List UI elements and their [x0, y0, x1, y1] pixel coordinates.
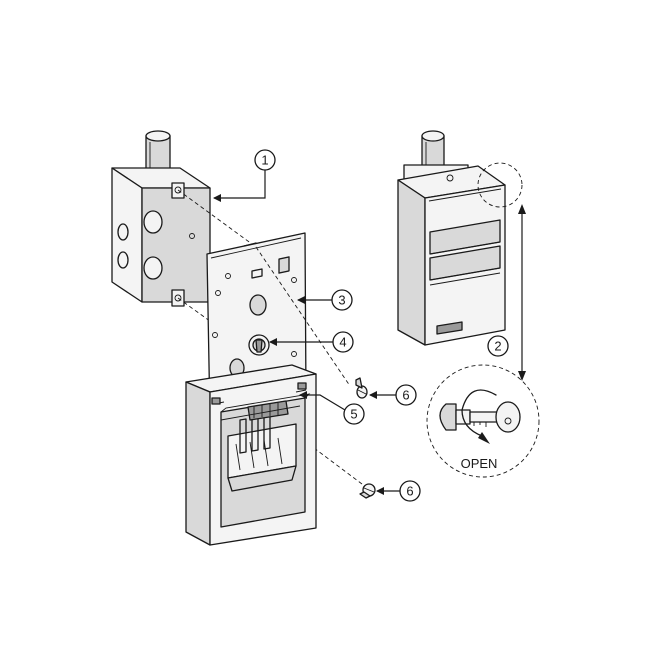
callout-5: 5 — [299, 391, 365, 425]
svg-text:5: 5 — [350, 407, 357, 422]
screw-icon — [355, 377, 368, 399]
callout-6-upper: 6 — [355, 377, 417, 406]
tamper-switch — [248, 334, 270, 356]
dimension-arrow — [518, 204, 526, 381]
callout-2: 2 — [487, 335, 509, 357]
callout-6-lower: 6 — [359, 480, 421, 502]
screw-icon — [359, 483, 376, 499]
conduit-pipe-right — [421, 130, 445, 169]
svg-text:3: 3 — [338, 293, 345, 308]
callout-4: 4 — [269, 331, 354, 353]
back-housing — [185, 364, 317, 546]
callout-3: 3 — [297, 289, 353, 311]
key-icon — [469, 401, 521, 433]
svg-text:2: 2 — [494, 339, 501, 354]
electrical-box — [111, 130, 211, 307]
key-detail: OPEN — [426, 364, 540, 478]
svg-text:6: 6 — [402, 388, 409, 403]
svg-text:4: 4 — [339, 335, 346, 350]
callout-1: 1 — [213, 149, 276, 202]
svg-text:1: 1 — [261, 153, 268, 168]
svg-text:6: 6 — [406, 484, 413, 499]
open-label: OPEN — [461, 456, 498, 471]
assembled-device — [397, 130, 523, 346]
